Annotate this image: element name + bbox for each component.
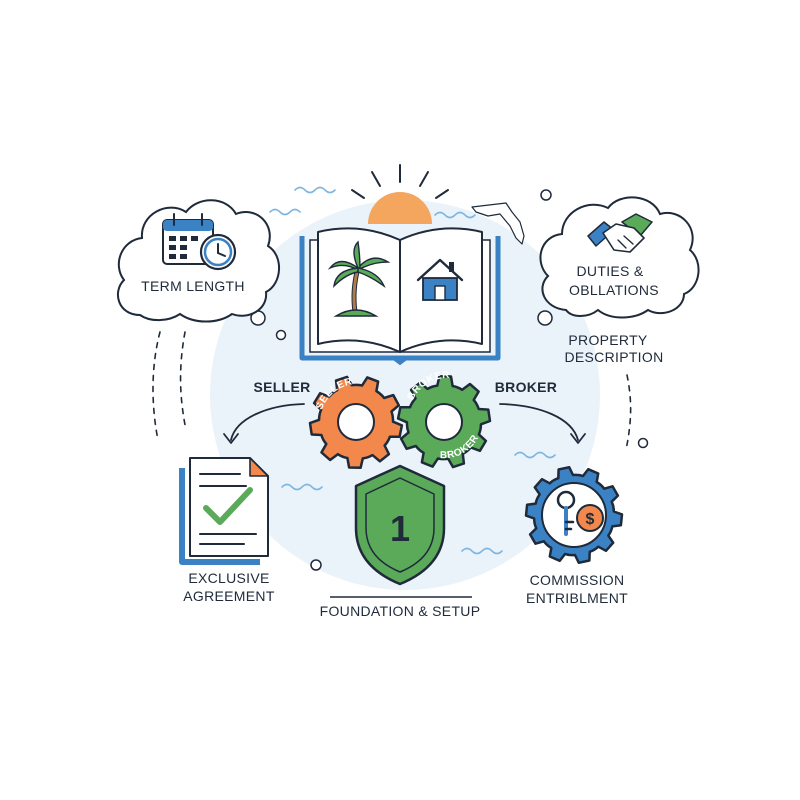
property-label-line2: DESCRIPTION bbox=[565, 349, 664, 365]
handshake-icon bbox=[587, 213, 653, 253]
term-length-label: TERM LENGTH bbox=[141, 278, 245, 294]
dashed-connectors bbox=[152, 331, 632, 451]
seller-arrow bbox=[223, 403, 305, 444]
wave-marks bbox=[269, 186, 556, 555]
broker-arrow bbox=[499, 403, 586, 444]
sun-icon bbox=[351, 164, 449, 224]
state-map-icon bbox=[471, 202, 525, 245]
duties-label-line1: DUTIES & bbox=[577, 263, 644, 279]
term-length-cloud: TERM LENGTH bbox=[116, 199, 281, 323]
coin-symbol: $ bbox=[586, 511, 595, 528]
palm-tree-icon bbox=[327, 240, 391, 317]
exclusive-label-line2: AGREEMENT bbox=[183, 588, 275, 604]
shield-icon: 1 bbox=[354, 464, 446, 586]
calendar-clock-icon bbox=[162, 213, 237, 271]
broker-gear: BROKER BROKER bbox=[396, 370, 492, 469]
shield-number: 1 bbox=[390, 508, 410, 549]
background-circle bbox=[210, 200, 600, 590]
foundation-label: FOUNDATION & SETUP bbox=[320, 603, 481, 619]
exclusive-label-line1: EXCLUSIVE bbox=[188, 570, 269, 586]
house-icon bbox=[416, 258, 464, 301]
key-icon bbox=[556, 490, 576, 536]
broker-label: BROKER bbox=[495, 379, 557, 395]
open-book-icon bbox=[299, 227, 501, 366]
coin-icon: $ bbox=[576, 504, 604, 532]
duties-cloud: DUTIES & OBLLATIONS bbox=[539, 196, 700, 319]
duties-label-line2: OBLLATIONS bbox=[569, 282, 659, 298]
property-label-line1: PROPERTY bbox=[568, 332, 648, 348]
commission-label-line1: COMMISSION bbox=[530, 572, 625, 588]
seller-label: SELLER bbox=[253, 379, 310, 395]
checked-document-icon bbox=[179, 457, 269, 565]
commission-label-line2: ENTRIBLMENT bbox=[526, 590, 628, 606]
key-dollar-gear-icon: $ bbox=[524, 465, 624, 565]
